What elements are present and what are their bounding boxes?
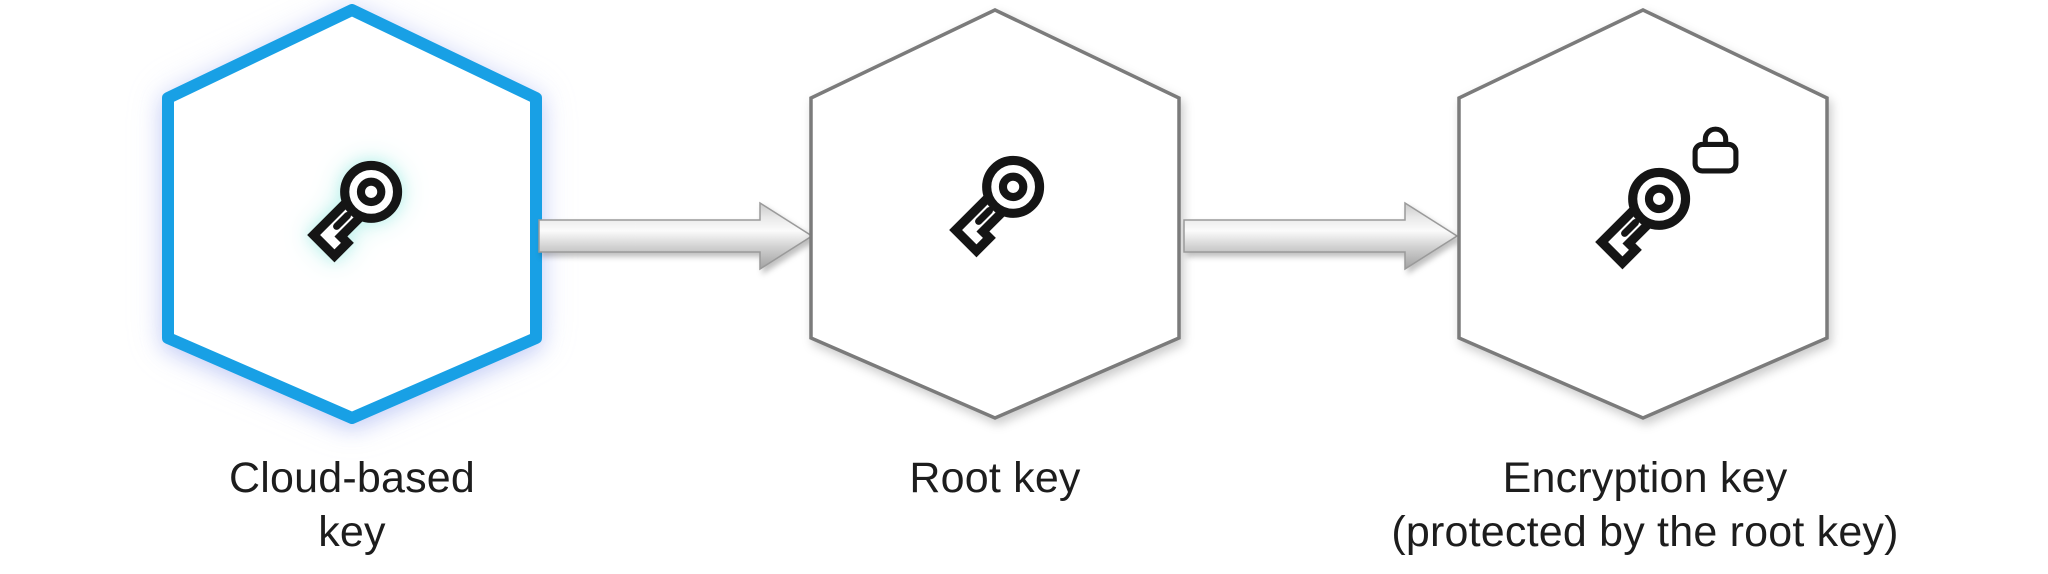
arrow-right-icon [538,201,814,271]
node-label-cloud-based-key: Cloud-based key [100,451,604,559]
node-label-line: key [318,508,386,556]
arrow-shape [1183,201,1459,271]
node-label-encryption-key: Encryption key (protected by the root ke… [1337,451,1953,559]
key-icon [949,155,1045,258]
arrow-right-icon [1183,201,1459,271]
key-icon [307,160,403,263]
node-label-line: Encryption key [1502,454,1788,502]
key-icon [1595,167,1691,270]
node-label-line: Root key [909,454,1081,502]
lock-icon [1692,126,1739,174]
node-label-line: Cloud-based [228,454,476,502]
node-label-root-key: Root key [743,451,1247,505]
node-label-line: (protected by the root key) [1391,508,1899,556]
arrow-shape [538,201,814,271]
